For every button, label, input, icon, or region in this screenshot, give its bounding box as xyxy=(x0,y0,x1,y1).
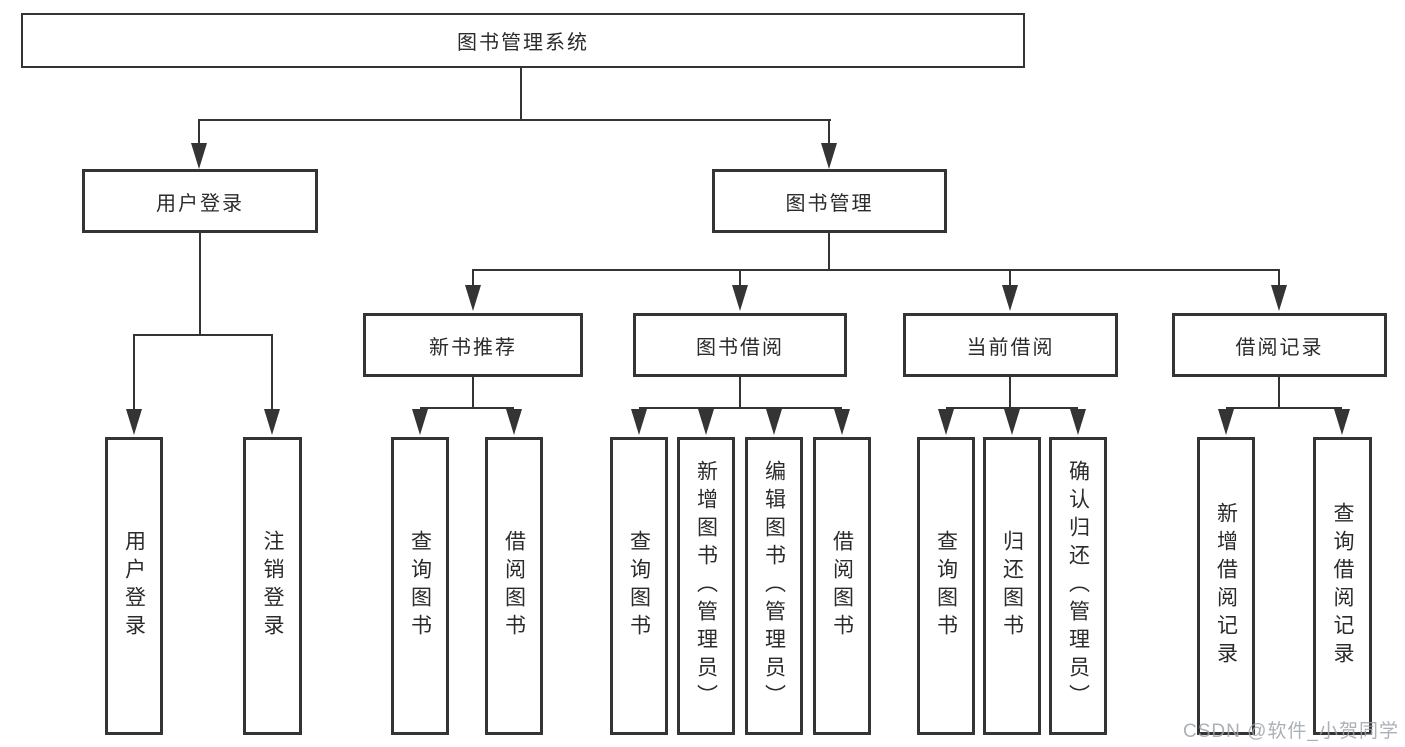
leaf-add-borrow-record: 新增借阅记录 xyxy=(1197,437,1255,735)
edge-line xyxy=(199,119,831,121)
arrow-head-icon xyxy=(264,409,280,435)
watermark-text: CSDN @软件_小贺同学 xyxy=(1183,721,1399,742)
arrow-head-icon xyxy=(732,285,748,311)
leaf-query-books-borrowing-label: 查询图书 xyxy=(627,530,651,642)
edge-line xyxy=(739,377,741,408)
leaf-query-borrow-record: 查询借阅记录 xyxy=(1313,437,1372,735)
node-new-book-recommend-label: 新书推荐 xyxy=(429,336,517,359)
arrow-head-icon xyxy=(1334,409,1350,435)
arrow-head-icon xyxy=(766,409,782,435)
edge-line xyxy=(472,377,474,408)
leaf-add-books-admin: 新增图书（管理员） xyxy=(677,437,735,735)
leaf-borrow-books-borrowing: 借阅图书 xyxy=(813,437,871,735)
edge-line xyxy=(1226,407,1342,409)
edge-line xyxy=(828,233,830,270)
edge-line xyxy=(198,119,200,146)
leaf-logout-login-label: 注销登录 xyxy=(261,530,284,642)
leaf-return-books-label: 归还图书 xyxy=(1000,530,1024,642)
edge-line xyxy=(473,269,1280,271)
node-user-login: 用户登录 xyxy=(82,169,318,233)
edge-line xyxy=(420,407,514,409)
edge-line xyxy=(199,233,201,335)
edge-line xyxy=(271,334,273,410)
arrow-head-icon xyxy=(1004,409,1020,435)
arrow-head-icon xyxy=(1271,285,1287,311)
node-book-management-label: 图书管理 xyxy=(785,192,874,215)
node-current-borrowing-label: 当前借阅 xyxy=(966,336,1055,359)
leaf-return-books: 归还图书 xyxy=(983,437,1041,735)
edge-line xyxy=(520,68,522,120)
node-root: 图书管理系统 xyxy=(21,13,1025,68)
node-book-management: 图书管理 xyxy=(712,169,947,233)
edge-line xyxy=(1278,377,1280,408)
edge-line xyxy=(639,407,842,409)
leaf-borrow-books-borrowing-label: 借阅图书 xyxy=(830,530,854,642)
node-borrowing-records-label: 借阅记录 xyxy=(1235,336,1324,359)
leaf-query-books-recommend: 查询图书 xyxy=(391,437,449,735)
arrow-head-icon xyxy=(1070,409,1086,435)
arrow-head-icon xyxy=(465,285,481,311)
node-book-borrowing: 图书借阅 xyxy=(633,313,847,377)
arrow-head-icon xyxy=(1218,409,1234,435)
leaf-edit-books-admin-label: 编辑图书（管理员） xyxy=(762,460,786,712)
leaf-query-books-recommend-label: 查询图书 xyxy=(408,530,432,642)
edge-line xyxy=(133,334,135,410)
edge-line xyxy=(1278,269,1280,287)
node-book-borrowing-label: 图书借阅 xyxy=(696,336,784,359)
arrow-head-icon xyxy=(938,409,954,435)
arrow-head-icon xyxy=(412,409,428,435)
edge-line xyxy=(828,119,830,146)
leaf-query-borrow-record-label: 查询借阅记录 xyxy=(1331,502,1354,670)
leaf-confirm-return-admin-label: 确认归还（管理员） xyxy=(1066,460,1090,712)
edge-line xyxy=(1009,269,1011,287)
edge-line xyxy=(472,269,474,287)
arrow-head-icon xyxy=(821,143,837,169)
leaf-confirm-return-admin: 确认归还（管理员） xyxy=(1049,437,1107,735)
arrow-head-icon xyxy=(631,409,647,435)
arrow-head-icon xyxy=(506,409,522,435)
leaf-user-login-label: 用户登录 xyxy=(122,530,146,642)
node-new-book-recommend: 新书推荐 xyxy=(363,313,583,377)
leaf-borrow-books-recommend-label: 借阅图书 xyxy=(502,530,526,642)
leaf-add-borrow-record-label: 新增借阅记录 xyxy=(1214,502,1238,670)
arrow-head-icon xyxy=(698,409,714,435)
leaf-add-books-admin-label: 新增图书（管理员） xyxy=(694,460,718,712)
node-borrowing-records: 借阅记录 xyxy=(1172,313,1387,377)
edge-line xyxy=(946,407,1078,409)
edge-line xyxy=(739,269,741,287)
edge-line xyxy=(133,334,273,336)
edge-line xyxy=(1009,377,1011,408)
arrow-head-icon xyxy=(834,409,850,435)
node-current-borrowing: 当前借阅 xyxy=(903,313,1118,377)
leaf-query-books-current-label: 查询图书 xyxy=(934,530,958,642)
leaf-query-books-borrowing: 查询图书 xyxy=(610,437,668,735)
node-root-label: 图书管理系统 xyxy=(457,32,589,54)
arrow-head-icon xyxy=(1002,285,1018,311)
node-user-login-label: 用户登录 xyxy=(156,192,244,215)
leaf-logout-login: 注销登录 xyxy=(243,437,302,735)
leaf-edit-books-admin: 编辑图书（管理员） xyxy=(745,437,803,735)
leaf-query-books-current: 查询图书 xyxy=(917,437,975,735)
leaf-borrow-books-recommend: 借阅图书 xyxy=(485,437,543,735)
arrow-head-icon xyxy=(126,409,142,435)
arrow-head-icon xyxy=(191,143,207,169)
leaf-user-login: 用户登录 xyxy=(105,437,163,735)
